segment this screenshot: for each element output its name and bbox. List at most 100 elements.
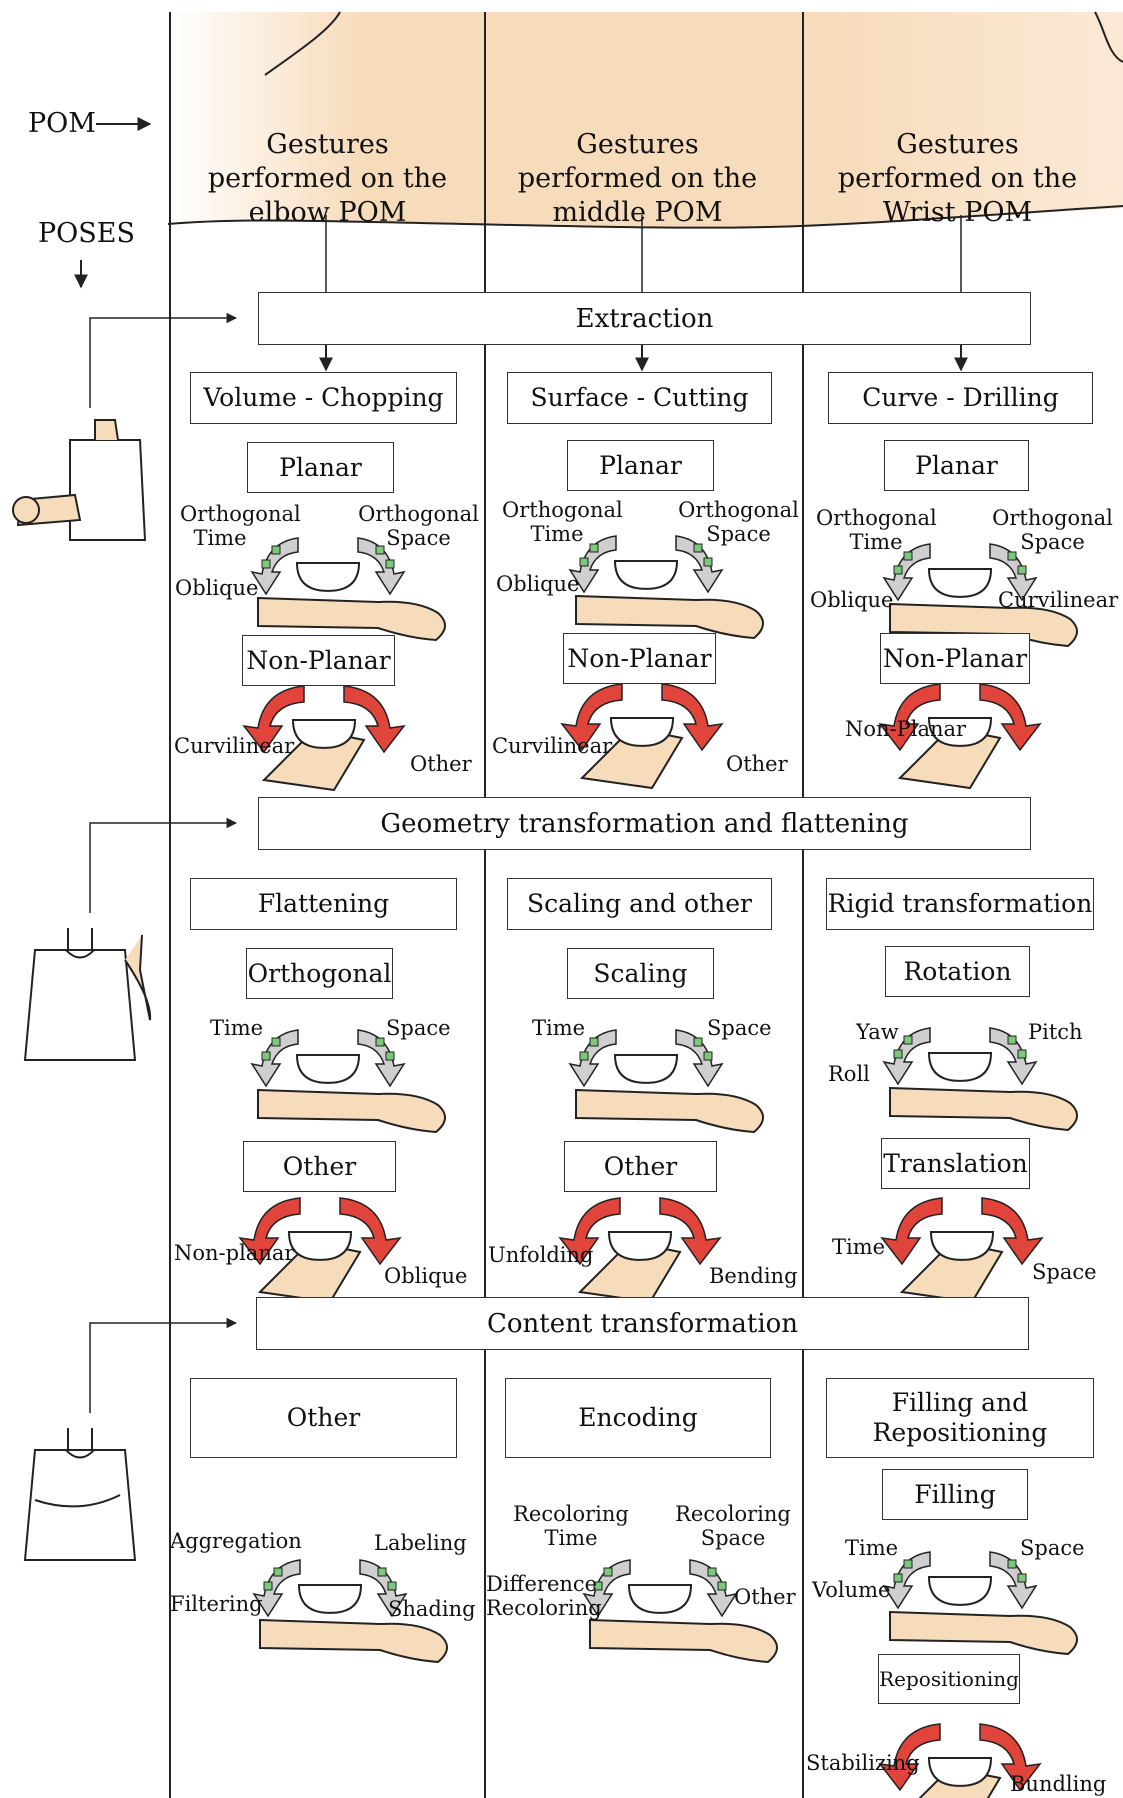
pose-arrow-0: [89, 312, 238, 408]
gesture-planar-1-arrows-marker-0: [271, 545, 281, 555]
figure-3-torso: [23, 1449, 137, 1561]
gesture-orthogonal-arrows-marker-1: [261, 1051, 271, 1061]
gesture-nonplanar-3-bowl: [927, 717, 993, 747]
lbl-difference-recoloring: Difference Recoloring: [486, 1572, 602, 1621]
gesture-rotation-arrows-marker-2: [1007, 1035, 1017, 1045]
figure-3-collar: [65, 1449, 95, 1459]
pose-arrow-2: [89, 1317, 238, 1413]
gesture-nonplanar-2-bowl: [609, 717, 675, 747]
lbl-other-2: Other: [726, 752, 788, 776]
lbl-orth-space-3: Orthogonal Space: [992, 506, 1113, 555]
title-curve-drilling: Curve - Drilling: [828, 372, 1093, 424]
gesture-planar-1-bowl: [295, 562, 361, 592]
lbl-oblique-2: Oblique: [496, 572, 580, 596]
band-content: Content transformation: [256, 1297, 1029, 1350]
gesture-encoding-arrows-marker-2: [707, 1567, 717, 1577]
figure-1-neck: [94, 419, 119, 441]
gesture-filling-arrows-marker-0: [903, 1559, 913, 1569]
band-extraction: Extraction: [258, 292, 1031, 345]
gesture-nonplanar-1-arrows-right: [343, 685, 406, 754]
gesture-planar-3-arrows-marker-0: [903, 551, 913, 561]
band-geometry: Geometry transformation and flattening: [258, 797, 1031, 850]
gesture-nonplanar-2-arrows-left: [560, 683, 623, 752]
gesture-other-g2-arrows-left: [558, 1197, 621, 1266]
gesture-filling-arm: [889, 1610, 1078, 1656]
wrist-crease: [1094, 11, 1123, 63]
gesture-scaling-bowl: [613, 1054, 679, 1084]
forearm-band: [168, 12, 1123, 228]
gesture-encoding-arm: [589, 1618, 778, 1664]
header-wrist: Gestures performed on the Wrist POM: [837, 129, 1078, 228]
gesture-planar-1-arrows-marker-1: [261, 559, 271, 569]
lbl-nonplanar-g1: Non-planar: [174, 1241, 295, 1265]
gesture-orthogonal-arm: [257, 1088, 446, 1134]
gesture-orthogonal-arrows-marker-2: [375, 1037, 385, 1047]
lbl-stabilizing: Stabilizing: [806, 1751, 920, 1775]
gesture-nonplanar-3-arrows-right: [979, 683, 1042, 752]
gesture-nonplanar-2-arrows-right: [661, 683, 724, 752]
gesture-planar-3-arrows-marker-3: [1017, 565, 1027, 575]
title-other-content: Other: [190, 1378, 457, 1458]
gesture-other-g2-arrows-right: [659, 1197, 722, 1266]
title-flattening: Flattening: [190, 878, 457, 930]
lbl-labeling: Labeling: [374, 1531, 467, 1555]
gesture-content-other-bowl: [297, 1584, 363, 1614]
gesture-content-other-arrows-marker-0: [273, 1567, 283, 1577]
gesture-rotation-arrows-marker-0: [903, 1035, 913, 1045]
gesture-content-other-arm: [259, 1618, 448, 1664]
gesture-scaling-arm: [575, 1088, 764, 1134]
lbl-space-g1: Space: [386, 1016, 451, 1040]
lbl-space-g2: Space: [707, 1016, 772, 1040]
gesture-repositioning-bowl: [927, 1757, 993, 1787]
gesture-planar-3-arrows-marker-2: [1007, 551, 1017, 561]
lbl-time-g1: Time: [210, 1016, 264, 1040]
sub-other-g2: Other: [564, 1141, 717, 1192]
lbl-orth-time-2: Orthogonal Time: [502, 498, 623, 547]
gesture-planar-1-arrows-marker-2: [375, 545, 385, 555]
lbl-volume: Volume: [812, 1578, 891, 1602]
lbl-recoloring-time: Recoloring Time: [513, 1502, 629, 1551]
gesture-encoding-arrows-marker-1: [593, 1581, 603, 1591]
title-volume-chopping: Volume - Chopping: [190, 372, 457, 424]
gesture-other-g1-arrows-right: [339, 1197, 402, 1266]
gesture-orthogonal-arrows-marker-0: [271, 1037, 281, 1047]
lbl-time-translation: Time: [832, 1235, 886, 1259]
gesture-nonplanar-1-arrows-left: [242, 685, 305, 754]
gesture-orthogonal-arrows-marker-3: [385, 1051, 395, 1061]
lbl-nonplanar-3: Non-Planar: [845, 717, 967, 741]
lbl-orth-space-2: Orthogonal Space: [678, 498, 799, 547]
header-elbow: Gestures performed on the elbow POM: [207, 129, 448, 228]
forearm-outline: [167, 205, 1123, 229]
gesture-orthogonal-bowl: [295, 1054, 361, 1084]
sub-translation: Translation: [881, 1138, 1030, 1189]
sub-nonplanar-3: Non-Planar: [880, 633, 1030, 684]
lbl-aggregation: Aggregation: [170, 1529, 302, 1553]
gesture-other-g1-arrows-left: [238, 1197, 301, 1266]
title-encoding: Encoding: [505, 1378, 771, 1458]
lbl-oblique-g1: Oblique: [384, 1264, 468, 1288]
sub-planar-3: Planar: [884, 440, 1029, 491]
gesture-encoding-arrows-marker-3: [717, 1581, 727, 1591]
lbl-shading: Shading: [388, 1597, 476, 1621]
lbl-pitch: Pitch: [1028, 1020, 1083, 1044]
title-filling-repositioning: Filling and Repositioning: [826, 1378, 1094, 1458]
lbl-filtering: Filtering: [170, 1592, 263, 1616]
figure-2-arm: [124, 934, 152, 1021]
gesture-content-other-arrows-marker-3: [387, 1581, 397, 1591]
gesture-other-g2-bowl: [607, 1231, 673, 1261]
lbl-roll: Roll: [828, 1062, 870, 1086]
pom-label: POM: [28, 108, 96, 139]
gesture-rotation-arrows-marker-3: [1017, 1049, 1027, 1059]
gesture-scaling-arrows-marker-2: [693, 1037, 703, 1047]
sub-filling: Filling: [882, 1469, 1028, 1520]
gesture-filling-arrows-marker-2: [1007, 1559, 1017, 1569]
lbl-bending: Bending: [709, 1264, 798, 1288]
gesture-filling-arrows-marker-3: [1017, 1573, 1027, 1583]
lbl-bundling: Bundling: [1010, 1772, 1107, 1796]
lbl-curvilinear-1: Curvilinear: [174, 734, 295, 758]
gesture-translation-bowl: [929, 1231, 995, 1261]
lbl-other-content: Other: [734, 1585, 796, 1609]
sub-nonplanar-1: Non-Planar: [242, 635, 395, 686]
gesture-translation-arrows-left: [880, 1197, 943, 1266]
lbl-oblique-3: Oblique: [810, 588, 894, 612]
